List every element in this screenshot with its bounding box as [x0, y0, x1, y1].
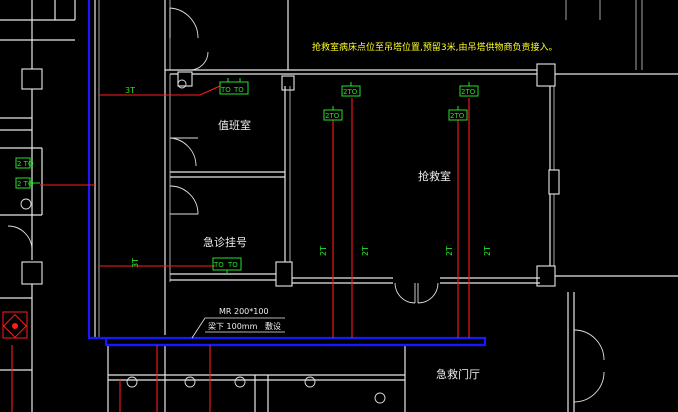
outlet-label: 2 TO: [17, 160, 34, 168]
door-swing: [573, 371, 605, 403]
door-swing: [169, 137, 197, 167]
door-swing: [7, 225, 33, 251]
pipe-spec-label: MR 200*100: [219, 307, 269, 316]
column: [536, 63, 556, 87]
fixture: [374, 392, 386, 404]
fixture: [177, 79, 187, 89]
main-annotation: 抢救室病床点位至吊塔位置,预留3米,由吊塔供物商负责接入。: [312, 41, 557, 53]
conduit-label: 2T: [361, 246, 370, 256]
door-swing: [573, 329, 605, 361]
outlet-box: [219, 81, 249, 95]
doors: [7, 7, 605, 404]
symbol-dot: [12, 323, 18, 329]
column: [281, 75, 295, 91]
outlet-label: 2TO: [461, 88, 476, 96]
door-swing: [169, 185, 199, 215]
pipe-spec-label: 敷设: [265, 321, 281, 331]
room-label-rescue: 抢救室: [418, 169, 451, 183]
warning-symbol-icon: [2, 311, 28, 339]
fixture: [184, 376, 196, 388]
outlet-label: 2TO: [450, 112, 465, 120]
conduit-label: 3T: [125, 86, 135, 95]
pipe-spec-leader: [191, 317, 285, 339]
door-swing: [417, 282, 439, 304]
symbol-diamond: [2, 313, 28, 339]
column: [548, 169, 560, 195]
conduits: [11, 85, 470, 412]
column: [21, 68, 43, 90]
labels: 抢救室病床点位至吊塔位置,预留3米,由吊塔供物商负责接入。 值班室 抢救室 急诊…: [125, 41, 557, 381]
outlets: TO TO 2TO 2TO 2TO 2TO TO TO 2 TO 2 TO: [15, 78, 479, 274]
outlet-label: TO: [227, 261, 238, 269]
outlet-label: TO: [233, 86, 244, 94]
column: [275, 261, 293, 287]
fixture: [126, 376, 138, 388]
room-label-hall: 急救门厅: [436, 367, 480, 381]
door-swing: [189, 51, 209, 71]
cable-tray-run: [87, 0, 487, 347]
conduit-label: 2T: [319, 246, 328, 256]
column: [177, 71, 193, 87]
conduit-label: 2T: [483, 246, 492, 256]
conduit-label: 2T: [445, 246, 454, 256]
conduit-3t-top: [99, 85, 221, 96]
fixture: [304, 376, 316, 388]
fixture: [20, 198, 32, 210]
pipe-spec-label: 梁下 100mm: [208, 322, 258, 331]
outlet-label: 2TO: [343, 88, 358, 96]
cable-tray: [87, 0, 487, 347]
room-label-duty: 值班室: [218, 118, 251, 132]
outlet-box: [15, 157, 31, 169]
leader-line: [191, 317, 285, 339]
outlet-label: TO: [220, 86, 231, 94]
door-swing: [394, 282, 416, 304]
conduit-label: 3T: [131, 258, 140, 268]
room-label-registration: 急诊挂号: [203, 235, 247, 249]
outlet-label: 2 TO: [17, 180, 34, 188]
column: [21, 261, 43, 285]
fixture: [234, 376, 246, 388]
outlet-label: TO: [213, 261, 224, 269]
door-swing: [169, 7, 199, 39]
outlet-label: 2TO: [325, 112, 340, 120]
